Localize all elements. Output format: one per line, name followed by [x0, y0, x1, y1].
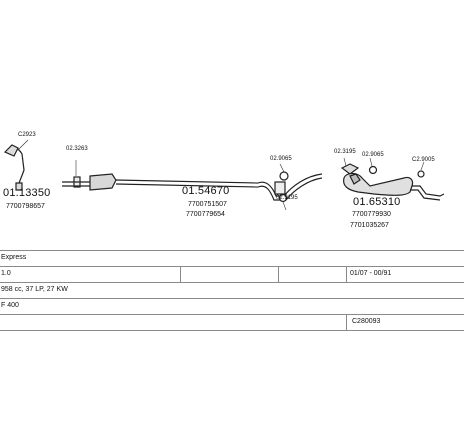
- oem-number-label: 7700779654: [186, 211, 225, 218]
- part-number-label: 01.54670: [182, 185, 230, 197]
- part-number-label: 01.13350: [3, 187, 51, 199]
- info-row-engine: 1.0 01/07 - 00/91: [0, 266, 464, 283]
- oem-number-label: 7700779930: [352, 211, 391, 218]
- info-row-code: C280093: [0, 314, 464, 331]
- oem-number-label: 7700751507: [188, 201, 227, 208]
- engine-value: 1.0: [1, 270, 11, 277]
- exhaust-system-drawing: [3, 139, 445, 211]
- part-number-label: 01.65310: [353, 196, 401, 208]
- oem-number-label: 7700798657: [6, 203, 45, 210]
- column-divider: [180, 267, 181, 283]
- capacity-value: 958 cc, 37 LP, 27 KW: [1, 286, 68, 293]
- table-bottom-border: [0, 330, 464, 331]
- type-value: F 400: [1, 302, 19, 309]
- part-ref-label: 02.3263: [66, 146, 88, 152]
- part-ref-label: 02.3195: [334, 149, 356, 155]
- rear-bend-shape: [257, 173, 323, 197]
- part-ref-label: 02.9065: [270, 156, 292, 162]
- column-divider: [346, 315, 347, 331]
- info-row-capacity: 958 cc, 37 LP, 27 KW: [0, 282, 464, 299]
- code-value: C280093: [352, 318, 381, 325]
- part-ref-label: 02.9065: [362, 152, 384, 158]
- oem-number-label: 7701035267: [350, 222, 389, 229]
- info-row-type: F 400: [0, 298, 464, 315]
- model-value: Express: [1, 254, 27, 261]
- info-row-model: Express: [0, 250, 464, 267]
- years-value: 01/07 - 00/91: [350, 270, 392, 277]
- exhaust-diagram: C2923 01.13350 7700798657 02.3263 01.546…: [3, 132, 445, 229]
- column-divider: [278, 267, 279, 283]
- column-divider: [346, 267, 347, 283]
- part-ref-label: C2.9005: [412, 157, 435, 163]
- part-ref-label: C2923: [18, 132, 36, 138]
- hanger-ring-shape: [279, 171, 289, 181]
- part-ref-label: 02.9195: [276, 195, 298, 201]
